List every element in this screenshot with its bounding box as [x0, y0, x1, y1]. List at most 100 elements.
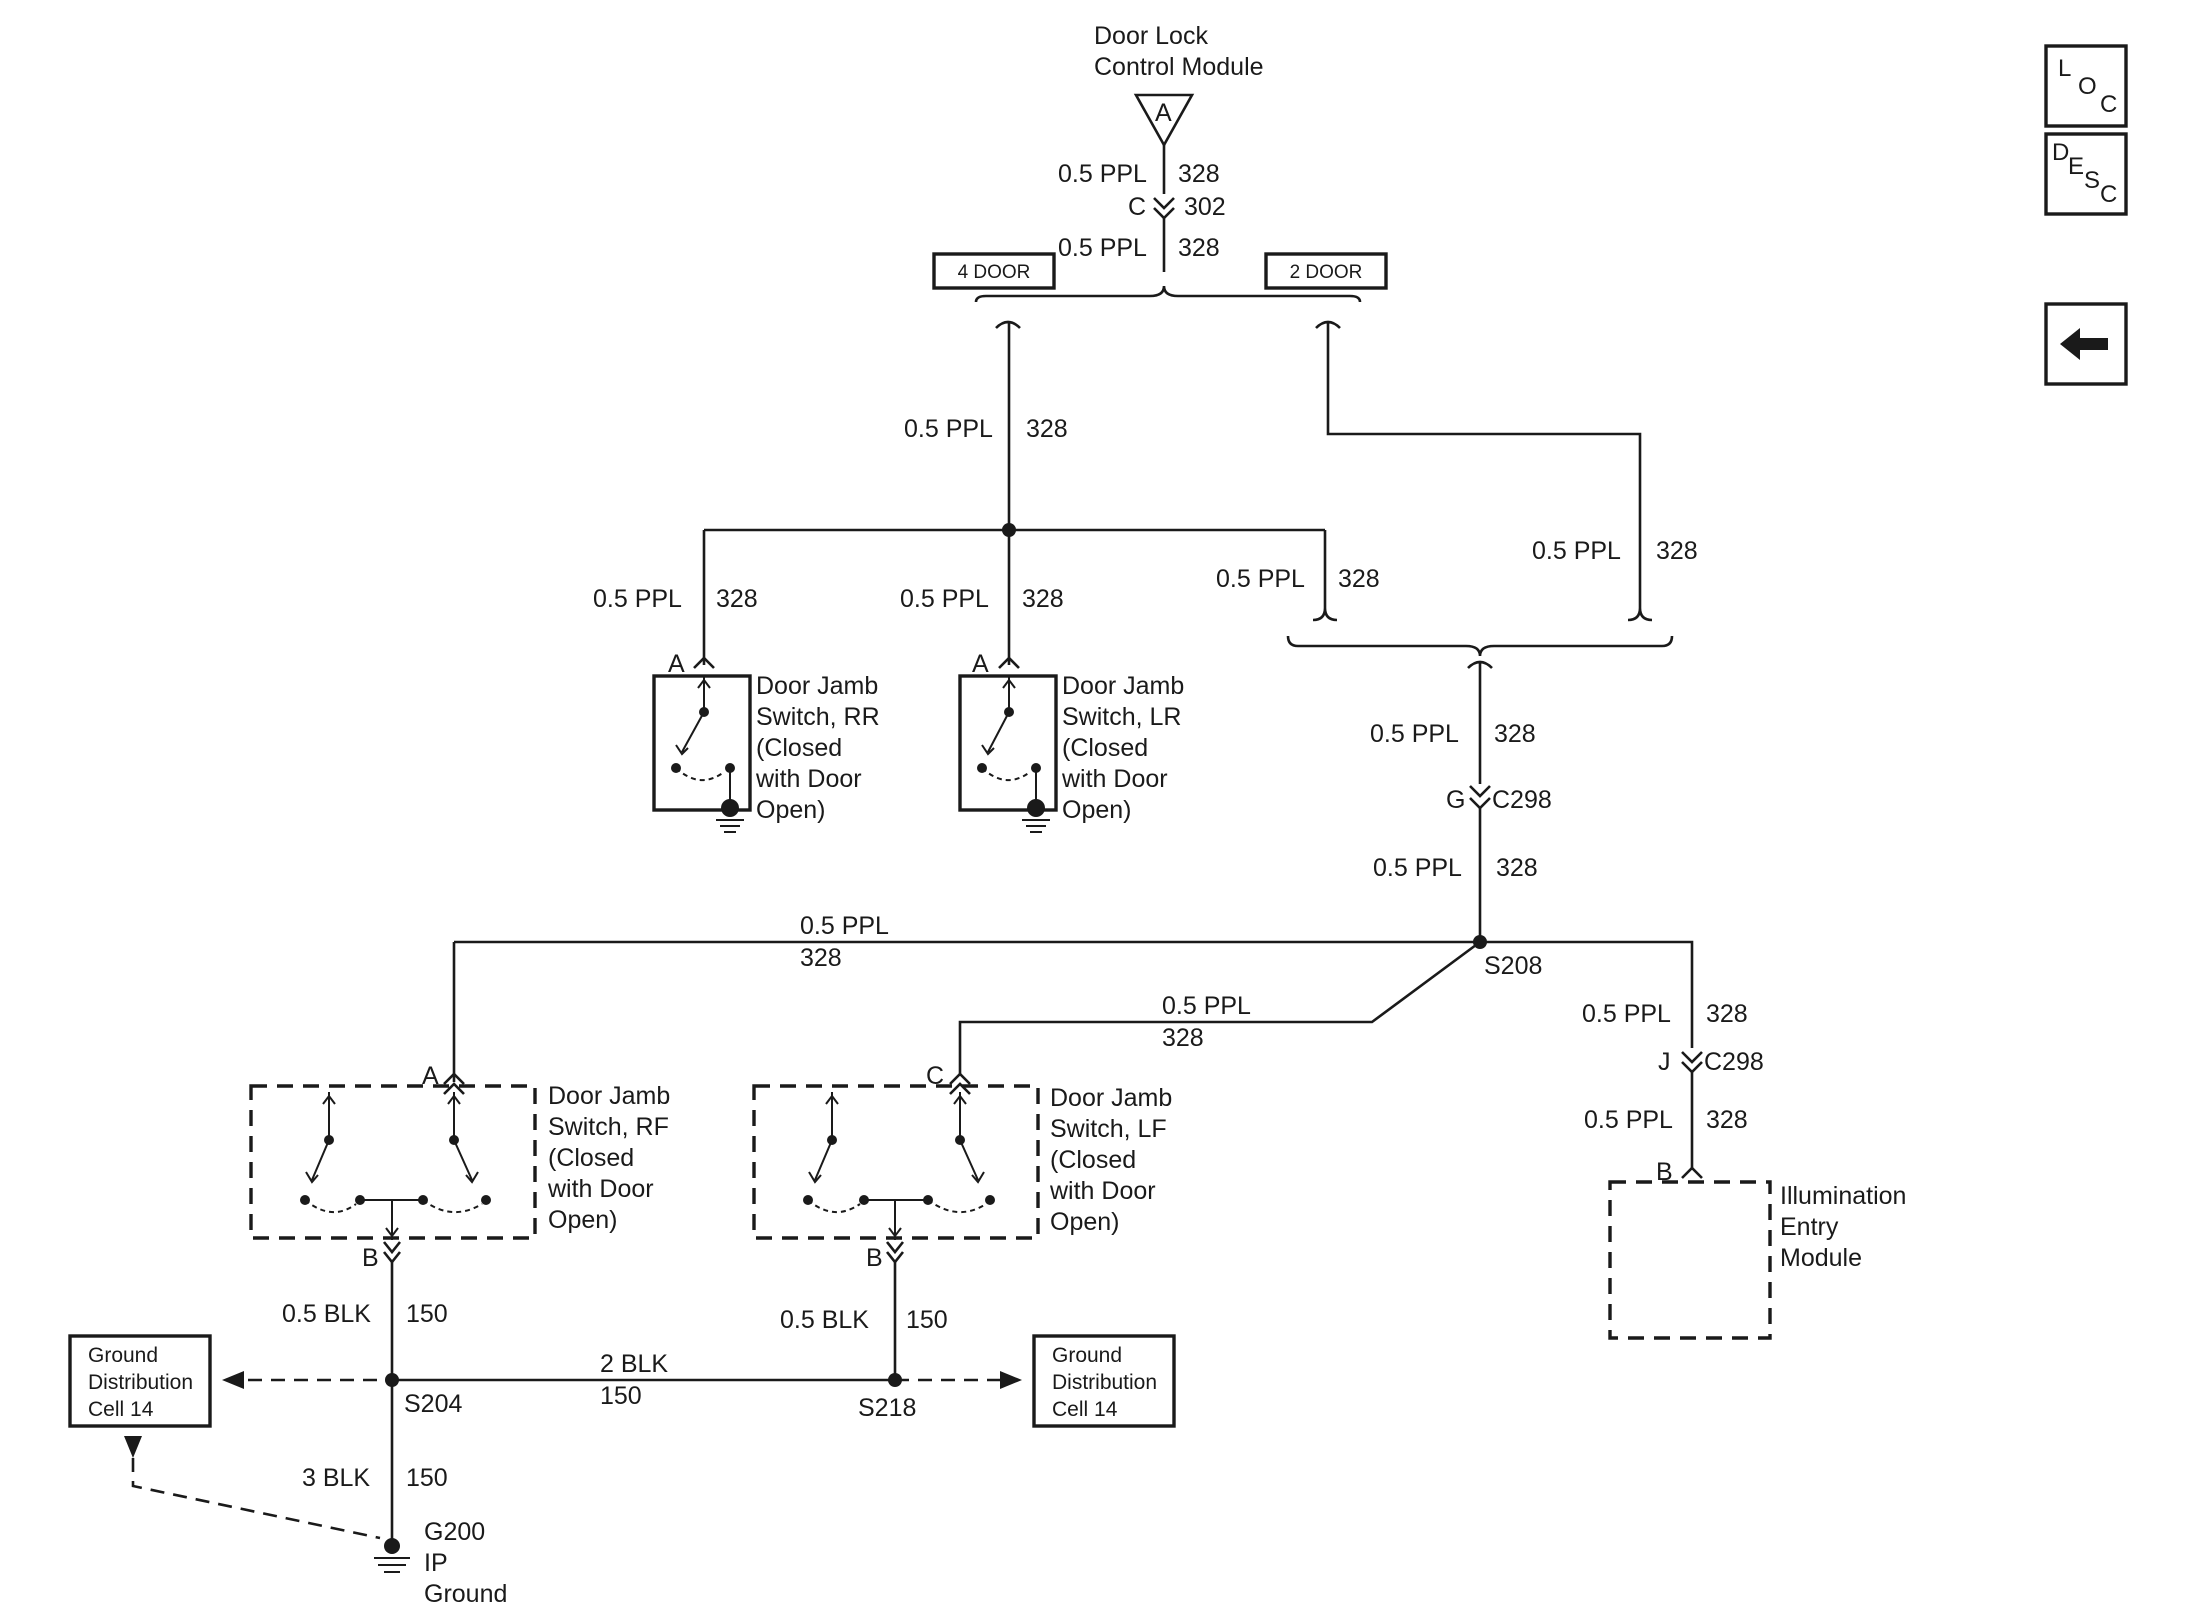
ground-ref-right-line1: Ground	[1052, 1344, 1122, 1367]
c302-pin: C	[1128, 193, 1146, 221]
rr-label-line5: Open)	[756, 796, 825, 824]
rr-ground-dot	[721, 799, 739, 817]
splice-s204-label: S204	[404, 1390, 462, 1418]
option-4-door-label: 4 DOOR	[958, 262, 1031, 283]
rf-pin-top: A	[422, 1062, 439, 1090]
ground-ref-left-box[interactable]	[68, 1334, 212, 1428]
c298-j-name: C298	[1704, 1048, 1764, 1076]
ground-distribution-ref-right[interactable]: Ground Distribution Cell 14	[1032, 1334, 1176, 1428]
lf-switch-arm-right-icon	[959, 1139, 985, 1184]
ground-ref-left-line3: Cell 14	[88, 1398, 154, 1421]
option-brace-lower	[1286, 635, 1674, 657]
wire-circuit-328: 328	[1706, 1000, 1748, 1028]
loc-button[interactable]: L O C	[2044, 44, 2128, 128]
door-jamb-switch-rf: A B Door Jamb Switch, RF (Closed with Do…	[249, 1062, 670, 1272]
lr-arrow-icon	[1002, 676, 1016, 712]
desc-button-box[interactable]	[2044, 132, 2128, 216]
rf-connector-bottom-icon	[382, 1241, 402, 1265]
wire-circuit-328: 328	[1338, 565, 1380, 593]
rr-pin: A	[668, 650, 685, 678]
rf-label-line2: Switch, RF	[548, 1113, 669, 1141]
connector-c298-g: G C298	[1446, 785, 1552, 814]
rf-connector-top-icon	[443, 1072, 465, 1095]
option-4-door-box	[932, 252, 1056, 290]
rf-label-line4: with Door	[547, 1175, 654, 1203]
rf-label-line5: Open)	[548, 1206, 617, 1234]
lf-common-bar	[864, 1199, 928, 1240]
loc-button-box[interactable]	[2044, 44, 2128, 128]
connector-c298-j: J C298	[1658, 1048, 1764, 1076]
rr-switch-box	[652, 674, 752, 812]
door-jamb-switch-lf: C B Door Jamb Switch, LF (Closed with Do…	[752, 1062, 1172, 1272]
rr-label-line1: Door Jamb	[756, 672, 878, 700]
option-brace	[974, 285, 1362, 303]
rr-switch-arm-icon	[675, 711, 705, 756]
splice-s218-label: S218	[858, 1394, 916, 1422]
wire-label-ppl: 0.5 PPL	[1582, 1000, 1671, 1028]
lr-pin: A	[972, 650, 989, 678]
ground-icon	[1022, 819, 1050, 833]
rr-label-line3: (Closed	[756, 734, 842, 762]
wire-label-ppl: 0.5 PPL	[1370, 720, 1459, 748]
desc-letter-3: S	[2084, 167, 2100, 194]
lf-connector-top-icon	[949, 1072, 971, 1095]
door-jamb-switch-rr: A Door Jamb Switch, RR (Closed with Door…	[652, 650, 880, 833]
wire-4-door-branch	[995, 320, 1021, 530]
c298-g-connector-icon	[1469, 785, 1491, 810]
iem-label-line1: Illumination	[1780, 1182, 1906, 1210]
rf-switch-arm-left-icon	[305, 1139, 330, 1184]
dlcm-label-line1: Door Lock	[1094, 22, 1208, 50]
wire-label-ppl: 0.5 PPL	[900, 585, 989, 613]
c298-j-pin: J	[1658, 1048, 1671, 1076]
desc-button[interactable]: D E S C	[2044, 132, 2128, 216]
lf-arrow-right-icon	[953, 1092, 967, 1140]
lr-ground-dot	[1027, 799, 1045, 817]
lr-label-line3: (Closed	[1062, 734, 1148, 762]
ground-ref-right-box[interactable]	[1032, 1334, 1176, 1428]
wire-brace-to-c298	[1467, 660, 1493, 784]
wire-label-2-blk: 2 BLK	[600, 1350, 668, 1378]
wire-circuit-150: 150	[406, 1464, 448, 1492]
iem-box	[1608, 1180, 1772, 1340]
iem-pin: B	[1656, 1158, 1673, 1186]
lr-label-line5: Open)	[1062, 796, 1131, 824]
c298-j-connector-icon	[1681, 1051, 1703, 1074]
wire-circuit-328: 328	[800, 944, 842, 972]
back-arrow-icon	[2060, 328, 2108, 360]
dlcm-pin: A	[1155, 99, 1172, 127]
wire-s208-to-lf	[958, 940, 1481, 1076]
wire-label-ppl: 0.5 PPL	[1532, 537, 1621, 565]
option-4-door: 4 DOOR	[932, 252, 1056, 290]
g200-ground-dot	[384, 1538, 400, 1554]
wire-label-ppl: 0.5 PPL	[1373, 854, 1462, 882]
rr-dashed-link	[675, 767, 725, 781]
rf-arrow-right-icon	[447, 1092, 461, 1140]
wire-circuit-150: 150	[406, 1300, 448, 1328]
wire-s208-to-iem	[1480, 940, 1694, 1048]
wire-label-ppl: 0.5 PPL	[904, 415, 993, 443]
wire-label-3-blk: 3 BLK	[302, 1464, 370, 1492]
ground-g200: G200 IP Ground	[374, 1518, 507, 1608]
rr-connector-icon	[693, 656, 715, 669]
rf-contact-dot	[481, 1195, 491, 1205]
wire-circuit-328: 328	[1178, 160, 1220, 188]
wire-4-door-return	[1312, 530, 1338, 622]
wire-label-ppl: 0.5 PPL	[1216, 565, 1305, 593]
c302-connector-icon	[1153, 197, 1175, 220]
lf-pin-bottom: B	[866, 1244, 883, 1272]
back-button-box[interactable]	[2044, 302, 2128, 386]
wire-2-door-branch	[1315, 320, 1653, 622]
connector-c302: C 302	[1128, 193, 1226, 221]
wire-circuit-328: 328	[1022, 585, 1064, 613]
loc-letter-3: C	[2100, 91, 2117, 118]
back-button[interactable]	[2044, 302, 2128, 386]
lr-dashed-link	[981, 767, 1031, 781]
ground-ref-left-line1: Ground	[88, 1344, 158, 1367]
desc-letter-4: C	[2100, 181, 2117, 208]
wire-label-ppl: 0.5 PPL	[1058, 160, 1147, 188]
loc-letter-1: L	[2058, 55, 2071, 82]
wire-label-ppl: 0.5 PPL	[1058, 234, 1147, 262]
ground-distribution-ref-left[interactable]: Ground Distribution Cell 14	[68, 1334, 212, 1428]
splice-s208-label: S208	[1484, 952, 1542, 980]
